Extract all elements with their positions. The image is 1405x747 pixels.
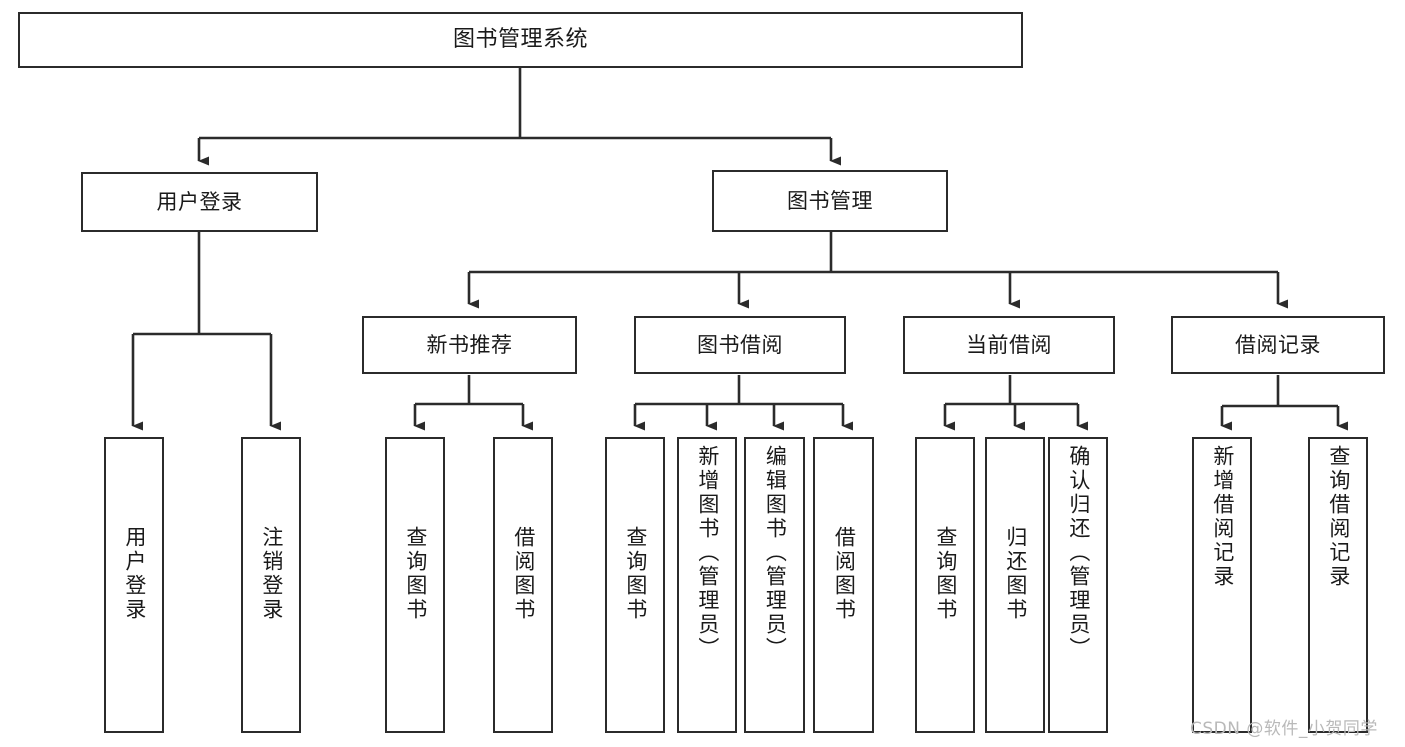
node-label: 查询图书 — [623, 526, 648, 622]
node-label: 借阅记录 — [1235, 332, 1321, 357]
node-root-book-management-system[interactable]: 图书管理系统 — [18, 12, 1023, 68]
node-query-book-2[interactable]: 查询图书 — [605, 437, 665, 733]
node-user-login[interactable]: 用户登录 — [81, 172, 318, 232]
node-query-book-1[interactable]: 查询图书 — [385, 437, 445, 733]
node-label: 查询借阅记录 — [1326, 445, 1351, 589]
node-label: 归还图书 — [1003, 526, 1028, 622]
node-label: 用户登录 — [122, 526, 147, 622]
node-book-borrow[interactable]: 图书借阅 — [634, 316, 846, 374]
node-current-borrow[interactable]: 当前借阅 — [903, 316, 1115, 374]
node-borrow-book-2[interactable]: 借阅图书 — [813, 437, 874, 733]
node-label: 借阅图书 — [832, 526, 857, 622]
node-label: 图书管理 — [787, 188, 873, 213]
node-add-borrow-record[interactable]: 新增借阅记录 — [1192, 437, 1252, 733]
node-label: 查询图书 — [403, 526, 428, 622]
node-user-logout-action[interactable]: 注销登录 — [241, 437, 301, 733]
node-edit-book[interactable]: 编辑图书（管理员） — [744, 437, 805, 733]
node-label: 查询图书 — [933, 526, 958, 622]
node-borrow-record[interactable]: 借阅记录 — [1171, 316, 1385, 374]
node-confirm-return[interactable]: 确认归还（管理员） — [1048, 437, 1108, 733]
node-query-borrow-record[interactable]: 查询借阅记录 — [1308, 437, 1368, 733]
node-return-book[interactable]: 归还图书 — [985, 437, 1045, 733]
node-label: 借阅图书 — [511, 526, 536, 622]
node-query-book-3[interactable]: 查询图书 — [915, 437, 975, 733]
node-user-login-action[interactable]: 用户登录 — [104, 437, 164, 733]
csdn-watermark: CSDN @软件_小贺同学 — [1190, 719, 1378, 739]
node-label: 注销登录 — [259, 526, 284, 622]
node-new-book-recommend[interactable]: 新书推荐 — [362, 316, 577, 374]
node-book-management[interactable]: 图书管理 — [712, 170, 948, 232]
node-label: 当前借阅 — [966, 332, 1052, 357]
node-borrow-book-1[interactable]: 借阅图书 — [493, 437, 553, 733]
node-label: 确认归还（管理员） — [1066, 445, 1091, 661]
node-label: 编辑图书（管理员） — [763, 445, 788, 661]
node-add-book[interactable]: 新增图书（管理员） — [677, 437, 737, 733]
node-label: 图书管理系统 — [452, 27, 588, 53]
node-label: 图书借阅 — [697, 332, 783, 357]
node-label: 新书推荐 — [426, 332, 513, 357]
node-label: 用户登录 — [156, 189, 243, 214]
node-label: 新增图书（管理员） — [695, 445, 720, 661]
node-label: 新增借阅记录 — [1210, 445, 1235, 589]
